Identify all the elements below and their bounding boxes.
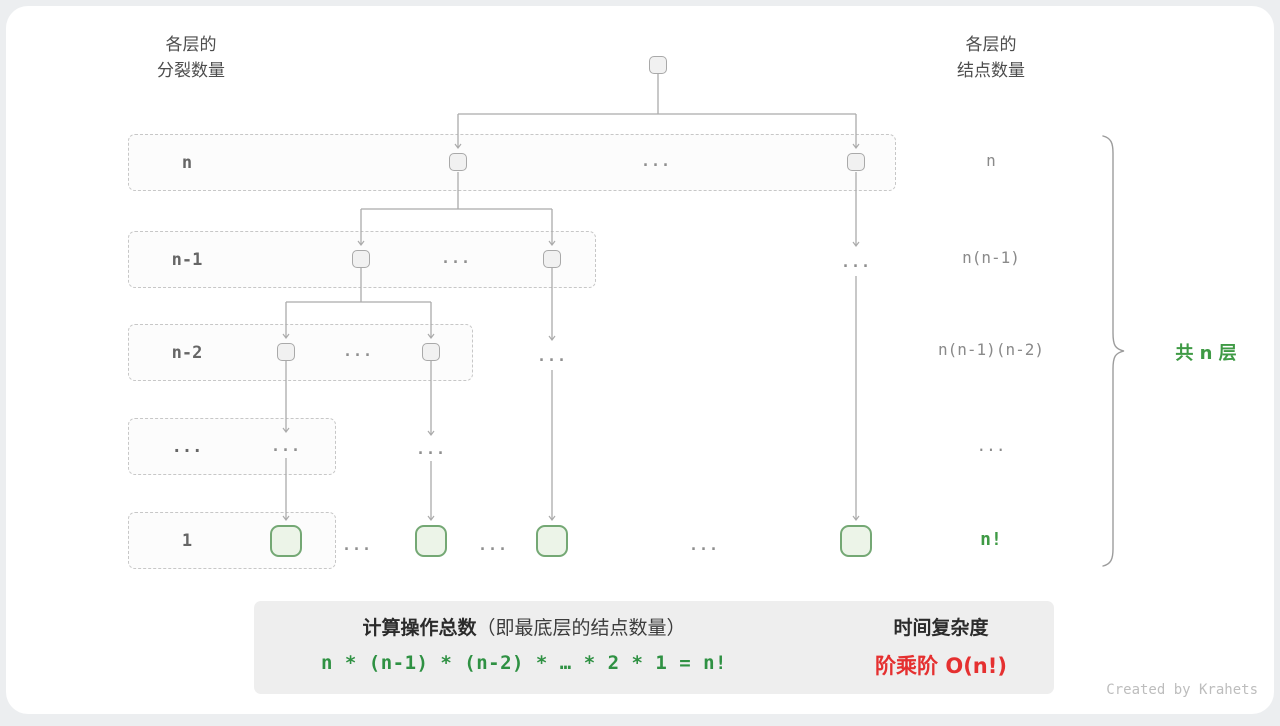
level-3-split-label: n-2 — [171, 343, 203, 363]
bottom-level-leaf-node — [415, 525, 447, 557]
bottom-level-ellipsis: ... — [477, 536, 509, 554]
credit-text: Created by Krahets — [1106, 682, 1258, 698]
bottom-level-split-label: 1 — [181, 531, 193, 551]
node-count-column-header: 各层的 结点数量 — [916, 32, 1066, 84]
level-2-node-count: n(n-1) — [962, 248, 1020, 267]
bottom-level-ellipsis: ... — [341, 536, 373, 554]
bottom-level-leaf-node — [270, 525, 302, 557]
ellipsis-level-node-count: ... — [976, 436, 1006, 455]
level-1-node — [847, 153, 865, 171]
level-1-node-count: n — [986, 151, 996, 170]
level-2-outer-ellipsis: ... — [840, 253, 872, 271]
split-count-column-header: 各层的 分裂数量 — [116, 32, 266, 84]
bottom-level-leaf-node — [536, 525, 568, 557]
level-2-split-label: n-1 — [171, 250, 203, 270]
node-count-header-line2: 结点数量 — [957, 61, 1025, 80]
level-3-node — [422, 343, 440, 361]
bottom-level-leaf-node — [840, 525, 872, 557]
bottom-level-node-count: n! — [980, 529, 1002, 550]
time-complexity-value: 阶乘阶 O(n!) — [875, 654, 1007, 678]
level-2-node — [543, 250, 561, 268]
level-2-node — [352, 250, 370, 268]
level-ellipsis-box — [128, 418, 336, 475]
level-n-box — [128, 512, 336, 569]
summary-formula: n * (n-1) * (n-2) * … * 2 * 1 = n! — [321, 652, 727, 674]
time-complexity-title: 时间复杂度 — [893, 618, 989, 639]
level-1-ellipsis: ... — [640, 152, 672, 170]
ellipsis-level-split-label: ... — [171, 437, 203, 457]
level-3-ellipsis: ... — [342, 342, 374, 360]
total-levels-label: 共 n 层 — [1175, 343, 1237, 364]
ellipsis-level-outer-ellipsis: ... — [415, 440, 447, 458]
level-1-split-label: n — [181, 153, 193, 173]
levels-brace — [1102, 135, 1125, 567]
summary-title: 计算操作总数（即最底层的结点数量） — [274, 613, 774, 640]
level-3-node-count: n(n-1)(n-2) — [938, 340, 1044, 359]
summary-panel — [254, 601, 1054, 694]
diagram-canvas: 各层的 分裂数量 各层的 结点数量 — [6, 6, 1274, 714]
level-3-box — [128, 324, 473, 381]
split-count-header-line2: 分裂数量 — [157, 61, 225, 80]
level-1-node — [449, 153, 467, 171]
level-3-node — [277, 343, 295, 361]
tree-root-node — [649, 56, 667, 74]
node-count-header-line1: 各层的 — [965, 35, 1017, 54]
level-3-outer-ellipsis: ... — [536, 347, 568, 365]
edge-to-bottom-level — [282, 276, 860, 521]
level-1-box — [128, 134, 896, 191]
summary-title-bold: 计算操作总数 — [362, 618, 477, 639]
level-2-ellipsis: ... — [440, 249, 472, 267]
split-count-header-line1: 各层的 — [165, 35, 217, 54]
bottom-level-ellipsis: ... — [688, 536, 720, 554]
ellipsis-level-ellipsis: ... — [270, 437, 302, 455]
summary-title-note: （即最底层的结点数量） — [476, 618, 686, 639]
